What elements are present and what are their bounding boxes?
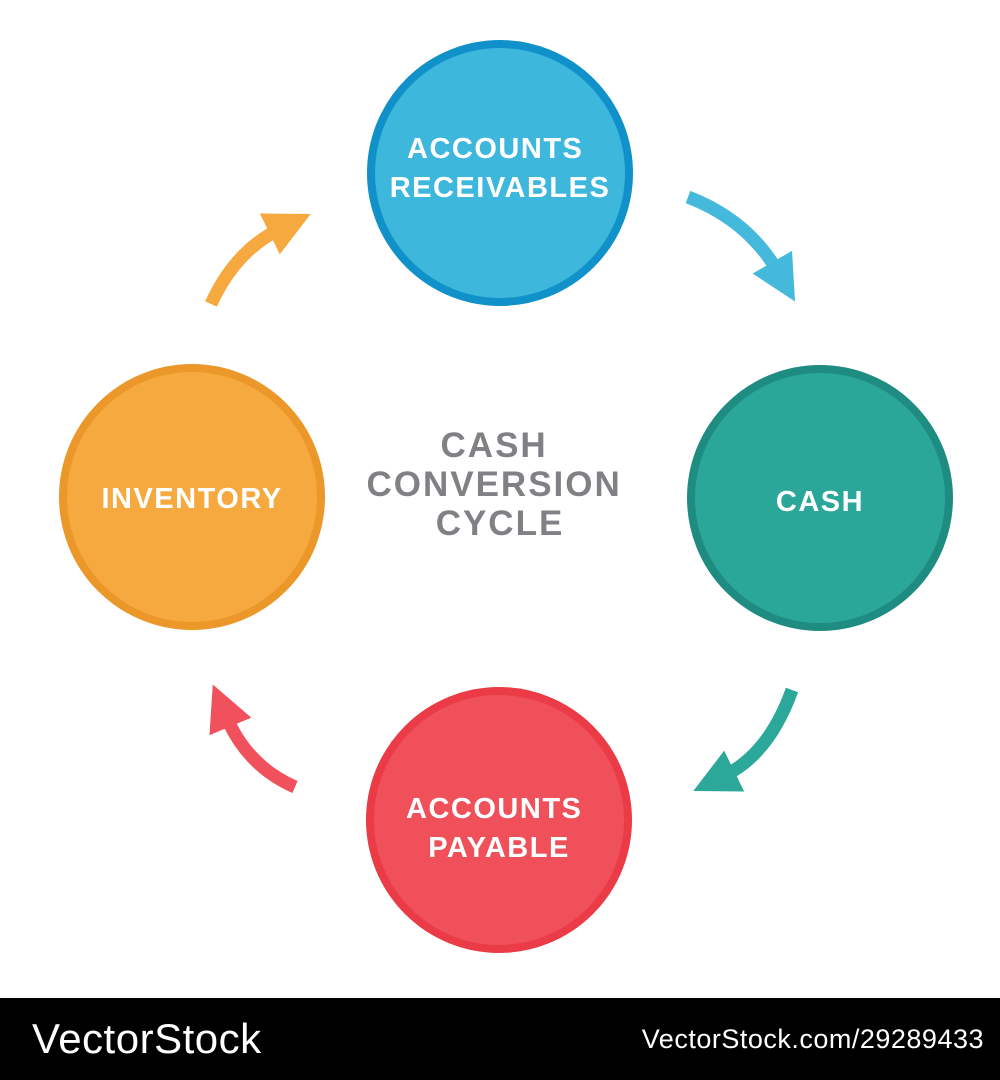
accounts-receivables-label: ACCOUNTS RECEIVABLES: [390, 133, 611, 204]
node-accounts-payable: ACCOUNTS PAYABLE: [366, 687, 632, 953]
accounts-payable-label: ACCOUNTS PAYABLE: [406, 793, 592, 864]
cash-conversion-cycle-diagram: ACCOUNTS RECEIVABLES CASH ACCOUNTS PAYAB…: [59, 40, 953, 953]
node-accounts-receivables: ACCOUNTS RECEIVABLES: [367, 40, 633, 306]
accounts-receivables-circle: [367, 40, 633, 306]
inventory-label: INVENTORY: [101, 483, 282, 515]
watermark-bar: VectorStock VectorStock.com/29289433: [0, 998, 1000, 1080]
cash-label: CASH: [776, 486, 864, 518]
node-inventory: INVENTORY: [59, 364, 325, 630]
diagram-canvas: ACCOUNTS RECEIVABLES CASH ACCOUNTS PAYAB…: [59, 40, 953, 953]
accounts-payable-circle: [366, 687, 632, 953]
cash-circle: [687, 365, 953, 631]
watermark-url-text: VectorStock.com/29289433: [641, 1023, 984, 1054]
vectorstock-logo: VectorStock: [32, 1015, 262, 1062]
arrow-cash-to-payable-icon: [693, 687, 799, 792]
node-cash: CASH: [687, 365, 953, 631]
arrow-receivables-to-cash-icon: [685, 190, 796, 302]
arrow-inventory-to-receivables-icon: [205, 213, 311, 307]
inventory-circle: [59, 364, 325, 630]
arrow-payable-to-inventory-icon: [209, 684, 298, 793]
diagram-title: CASH CONVERSION CYCLE: [366, 426, 633, 543]
